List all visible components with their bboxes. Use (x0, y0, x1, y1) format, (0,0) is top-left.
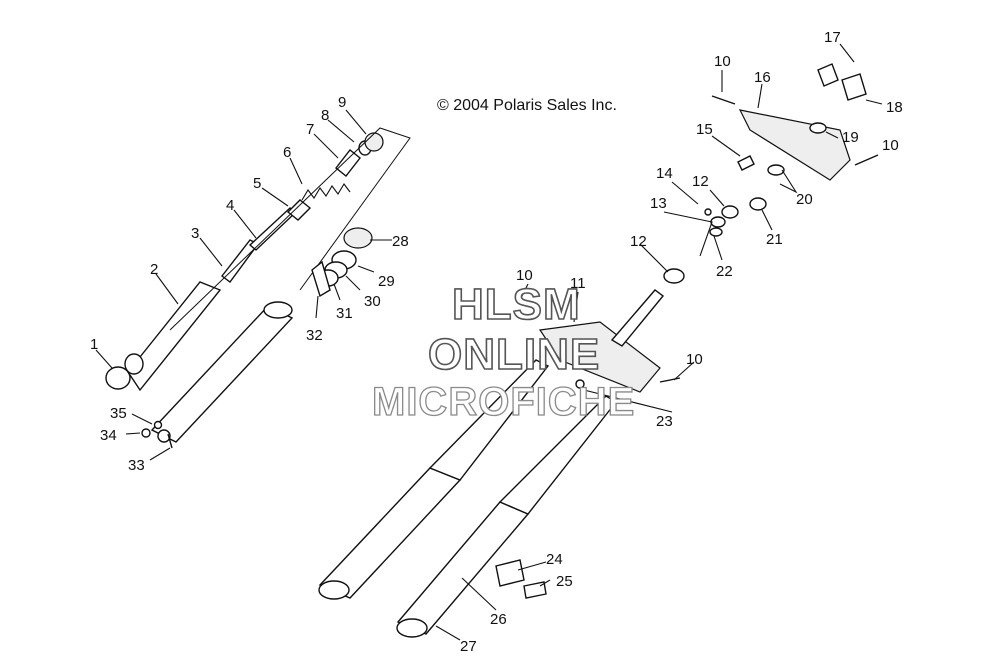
callout-19: 19 (842, 129, 859, 146)
steering-stem (610, 289, 665, 347)
part-12-bearing-lower (663, 268, 685, 284)
callout-30: 30 (364, 293, 381, 310)
callout-10-center: 10 (516, 267, 533, 284)
watermark-line-1: HLSM (451, 279, 581, 330)
callout-26: 26 (490, 611, 507, 628)
callout-20: 20 (796, 191, 813, 208)
callout-22: 22 (716, 263, 733, 280)
copyright-notice: © 2004 Polaris Sales Inc. (437, 97, 617, 114)
callout-35: 35 (110, 405, 127, 422)
callout-14: 14 (656, 165, 673, 182)
callout-17: 17 (824, 29, 841, 46)
part-13-race (710, 216, 726, 228)
part-19-washer (809, 122, 827, 134)
callout-8: 8 (321, 107, 329, 124)
part-33-bolt (167, 433, 173, 449)
callout-21: 21 (766, 231, 783, 248)
part-2-tube (127, 281, 222, 392)
callout-2: 2 (150, 261, 158, 278)
assembly-outline (169, 127, 411, 331)
callout-15: 15 (696, 121, 713, 138)
part-23-nut (575, 379, 585, 389)
part-22-nut (709, 227, 723, 237)
callout-11: 11 (570, 275, 586, 292)
part-7-spacer (335, 149, 361, 177)
part-20-bushing (767, 164, 785, 176)
callout-28: 28 (392, 233, 409, 250)
callout-9: 9 (338, 94, 346, 111)
callout-10-right: 10 (882, 137, 899, 154)
callout-32: 32 (306, 327, 323, 344)
watermark-line-3: MICROFICHE (371, 379, 636, 424)
left-cartridge-group (105, 127, 411, 449)
part-16-upper-clamp (738, 109, 851, 181)
callout-7: 7 (306, 121, 314, 138)
part-17-riser (817, 63, 839, 87)
part-1-cap (105, 366, 131, 390)
part-24-label (495, 559, 525, 587)
part-9-cap (364, 132, 384, 152)
callout-23: 23 (656, 413, 673, 430)
callout-24: 24 (546, 551, 563, 568)
part-10-bolt-top (711, 95, 736, 105)
part-10-bolt-lower (659, 377, 681, 383)
part-18-riser (841, 73, 867, 101)
callout-4: 4 (226, 197, 234, 214)
part-35-screw (153, 420, 163, 430)
callout-16: 16 (754, 69, 771, 86)
part-10-bolt-right (854, 154, 879, 166)
part-21-washer (749, 197, 767, 211)
part-32-clip (311, 260, 331, 298)
part-6-spring (301, 183, 351, 201)
part-11-lower-clamp (538, 321, 661, 393)
callout-12-upper: 12 (692, 173, 709, 190)
part-14-washer (704, 208, 712, 216)
callout-6: 6 (283, 144, 291, 161)
callout-29: 29 (378, 273, 395, 290)
part-34-washer (141, 428, 151, 438)
callout-labels: 1 2 3 4 5 6 7 8 9 10 10 10 10 11 12 12 1… (90, 29, 903, 655)
callout-18: 18 (886, 99, 903, 116)
upper-clamp-group (575, 63, 879, 389)
callout-1: 1 (90, 336, 98, 353)
part-5-piston (286, 199, 312, 221)
callout-31: 31 (336, 305, 353, 322)
callout-33: 33 (128, 457, 145, 474)
callout-13: 13 (650, 195, 667, 212)
callout-5: 5 (253, 175, 261, 192)
callout-10-lower: 10 (686, 351, 703, 368)
callout-3: 3 (191, 225, 199, 242)
callout-34: 34 (100, 427, 117, 444)
leader-lines (95, 43, 883, 641)
part-12-bearing (721, 205, 739, 219)
callout-27: 27 (460, 638, 477, 655)
part-28-bushing (343, 227, 373, 249)
part-15-pin (737, 155, 755, 171)
callout-10-top: 10 (714, 53, 731, 70)
callout-25: 25 (556, 573, 573, 590)
part-4-shaft (248, 207, 298, 251)
watermark-line-2: ONLINE (427, 329, 601, 380)
callout-12-lower: 12 (630, 233, 647, 250)
